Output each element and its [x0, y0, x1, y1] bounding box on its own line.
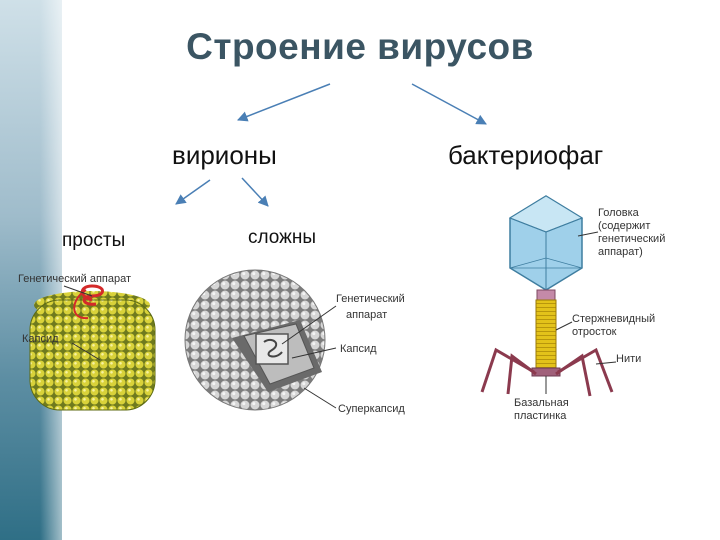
phage-tail-label-1: Стержневидный — [572, 313, 655, 325]
bacteriophages-label: бактериофаг — [448, 140, 604, 170]
arrow-to-bacteriophages — [411, 83, 487, 125]
complex-virus-illustration — [184, 269, 337, 411]
simple-label: просты — [62, 230, 126, 251]
simple-virus-illustration — [29, 284, 156, 411]
complex-genetic-label-2: аппарат — [346, 309, 387, 321]
complex-genetic-label-1: Генетический — [336, 293, 405, 305]
decorative-stripe-fade — [40, 0, 80, 540]
phage-tail — [535, 299, 557, 369]
simple-capsid-label: Капсид — [22, 333, 59, 345]
phage-fibers-label: Нити — [616, 353, 641, 365]
phage-baseplate — [531, 367, 561, 377]
phage-plate-label-1: Базальная — [514, 397, 569, 409]
simple-genetic-label: Генетический аппарат — [18, 273, 131, 285]
virions-label: вирионы — [172, 140, 277, 170]
arrow-to-virions — [237, 83, 331, 122]
phage-tail-fibers — [480, 347, 614, 397]
inner-capsid — [255, 333, 289, 365]
phage-plate-label-2: пластинка — [514, 410, 567, 422]
phage-head-label-2: (содержит — [598, 220, 650, 232]
supercapsid-label: Суперкапсид — [338, 403, 405, 415]
complex-label: сложны — [248, 227, 317, 248]
complex-capsid-label: Капсид — [340, 343, 377, 355]
phage-head-label-1: Головка — [598, 207, 640, 219]
bacteriophage-illustration — [480, 195, 617, 397]
phage-tail-label-2: отросток — [572, 326, 617, 338]
phage-head-label-4: аппарат) — [598, 246, 643, 258]
arrow-to-complex — [241, 177, 269, 207]
page-title: Строение вирусов — [186, 26, 534, 67]
phage-head-label-3: генетический — [598, 233, 665, 245]
arrow-to-simple — [175, 179, 211, 205]
phage-collar — [536, 289, 556, 301]
